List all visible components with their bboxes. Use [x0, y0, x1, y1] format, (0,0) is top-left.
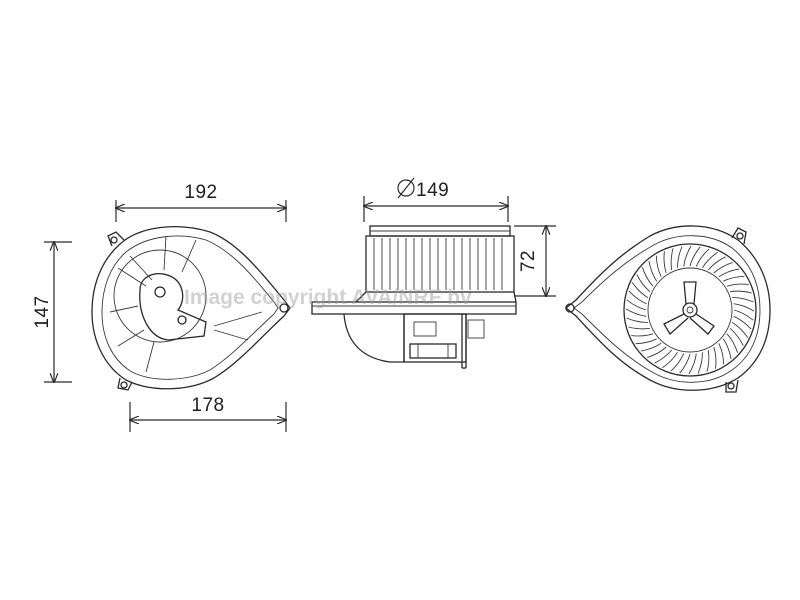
fan-blade: [631, 282, 649, 298]
fan-blade: [713, 261, 733, 274]
fan-blade: [670, 353, 685, 372]
fan-blade: [677, 246, 683, 268]
dimension-label-178: 178: [191, 395, 224, 416]
fan-blade: [731, 322, 749, 338]
fan-blade: [640, 342, 662, 352]
fan-blade: [695, 248, 710, 267]
fan-blade: [654, 349, 673, 364]
fan-blade: [718, 343, 725, 365]
fan-blade: [706, 349, 710, 372]
dimension-192: 192: [116, 182, 286, 222]
fan-blade: [670, 248, 674, 271]
fan-blade: [733, 303, 755, 312]
fan-blades: [625, 245, 755, 375]
fan-blade: [726, 333, 739, 353]
fan-blade: [688, 353, 697, 375]
fan-blade: [697, 352, 703, 374]
fan-blade: [655, 255, 662, 277]
fan-blade: [723, 275, 745, 282]
fan-blade: [707, 256, 726, 271]
fan-blade: [635, 338, 657, 345]
fan-blade: [722, 338, 732, 360]
fan-blade: [628, 290, 647, 305]
fan-blade: [729, 327, 744, 346]
fan-blade: [733, 315, 752, 330]
dimension-72: 72: [514, 226, 556, 296]
fan-blade: [729, 290, 752, 294]
fan-blade: [628, 326, 651, 330]
fan-blade: [648, 260, 658, 282]
fan-blade: [702, 251, 718, 269]
fan-blade: [647, 346, 667, 359]
fan-blade: [663, 251, 667, 274]
fan-blade: [689, 246, 701, 267]
dimension-label-72: 72: [518, 250, 539, 272]
dimension-147: 147: [32, 242, 72, 382]
fan-blade: [641, 267, 654, 287]
dimension-label-147: 147: [32, 295, 53, 328]
fan-blade: [679, 353, 691, 374]
fan-blade: [683, 245, 692, 267]
fan-blade: [726, 283, 749, 287]
fan-blade: [626, 299, 647, 311]
fan-blade: [625, 308, 647, 317]
fan-blade: [733, 309, 754, 321]
fan-blade: [626, 317, 648, 323]
diameter-icon: [397, 177, 415, 199]
dimension-label-149: 149: [416, 180, 449, 201]
side-view-motor: [311, 225, 517, 369]
dimension-149: 149: [364, 177, 508, 222]
left-view-housing: [91, 226, 291, 391]
fan-blade: [732, 297, 754, 303]
fan-blade: [636, 274, 651, 293]
impeller-blades: [373, 238, 503, 290]
dimension-label-192: 192: [184, 182, 217, 203]
dimension-178: 178: [130, 395, 286, 432]
fan-blade: [713, 346, 717, 369]
right-view-impeller: [564, 225, 771, 393]
fan-blade: [662, 351, 678, 369]
fan-blade: [718, 268, 740, 278]
watermark-text: Image copyright AVA/NRF bv: [184, 286, 472, 309]
fan-blade: [631, 333, 654, 337]
